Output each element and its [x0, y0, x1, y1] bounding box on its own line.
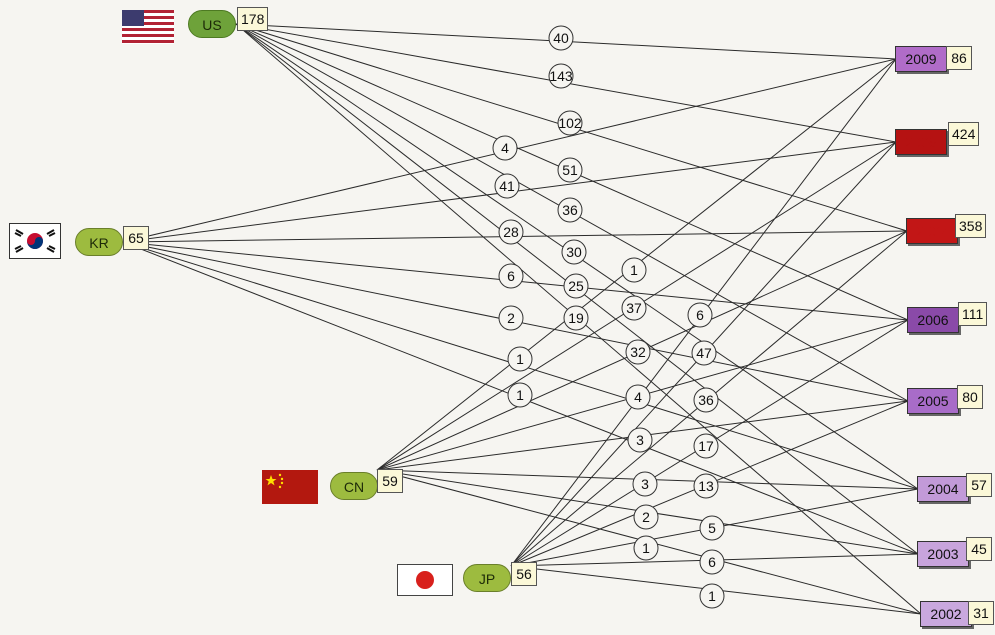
edge-value-us-2007: 102	[558, 115, 582, 131]
country-count-jp: 56	[511, 562, 537, 586]
edge-value-jp-2002: 1	[708, 588, 716, 604]
edge-value-kr-2005: 2	[507, 310, 515, 326]
edge-value-jp-2007: 36	[698, 392, 714, 408]
edge-value-kr-2004: 1	[516, 351, 524, 367]
edge-label-circle-jp-2004	[699, 515, 725, 541]
edge-label-circle-cn-2004	[632, 471, 658, 497]
us-flag-icon	[122, 10, 174, 44]
edge-label-circle-kr-2005	[498, 305, 524, 331]
edge-value-jp-2008: 47	[696, 345, 712, 361]
edge-label-circle-cn-2006	[625, 384, 651, 410]
year-count-2009: 86	[946, 46, 972, 70]
edge-label-circle-us-2002	[563, 305, 589, 331]
country-count-us: 178	[237, 7, 269, 31]
country-count-cn: 59	[377, 469, 403, 493]
edge-label-circle-jp-2008	[691, 340, 717, 366]
year-count-2008: 424	[948, 122, 980, 146]
edge-value-kr-2009: 4	[501, 140, 509, 156]
country-node-cn[interactable]: CN	[330, 472, 378, 500]
edge-value-kr-2003: 1	[516, 387, 524, 403]
edge-value-cn-2005: 3	[636, 432, 644, 448]
edge-label-circle-jp-2002	[699, 583, 725, 609]
edge-label-circle-us-2008	[548, 63, 574, 89]
country-count-kr: 65	[123, 226, 149, 250]
country-node-kr[interactable]: KR	[75, 228, 123, 256]
edge-label-circle-kr-2007	[498, 219, 524, 245]
edge-label-circle-cn-2003	[633, 504, 659, 530]
edge-label-circle-jp-2009	[687, 302, 713, 328]
edge-value-cn-2002: 1	[642, 540, 650, 556]
year-count-2004: 57	[966, 473, 992, 497]
year-count-2007: 358	[955, 214, 987, 238]
year-node-2003[interactable]: 2003	[917, 541, 969, 567]
year-count-2003: 45	[966, 537, 992, 561]
edge-label-circle-jp-2003	[699, 549, 725, 575]
edge-value-cn-2003: 2	[642, 509, 650, 525]
edge-value-kr-2006: 6	[507, 268, 515, 284]
edge-value-us-2006: 51	[562, 162, 578, 178]
edge-label-circle-kr-2006	[498, 263, 524, 289]
edge-value-jp-2009: 6	[696, 307, 704, 323]
edge-value-us-2009: 40	[553, 30, 569, 46]
edge-label-circle-us-2004	[561, 239, 587, 265]
edge-label-circle-us-2007	[557, 110, 583, 136]
edge-value-cn-2009: 1	[630, 262, 638, 278]
edge-value-jp-2003: 6	[708, 554, 716, 570]
edge-value-cn-2004: 3	[641, 476, 649, 492]
country-node-jp[interactable]: JP	[463, 564, 511, 592]
edge-value-cn-2007: 32	[630, 344, 646, 360]
japan-flag-icon	[397, 564, 453, 596]
edge-label-circle-kr-2004	[507, 346, 533, 372]
year-node-2006[interactable]: 2006	[907, 307, 959, 333]
edge-label-circle-jp-2006	[693, 433, 719, 459]
year-count-2006: 111	[958, 302, 988, 326]
year-node-2002[interactable]: 2002	[920, 601, 972, 627]
edge-value-jp-2004: 5	[708, 520, 716, 536]
edge-value-cn-2006: 4	[634, 389, 642, 405]
edge-value-us-2004: 30	[566, 244, 582, 260]
edge-label-circle-cn-2009	[621, 257, 647, 283]
edge-value-jp-2006: 17	[698, 438, 714, 454]
edge-value-us-2002: 19	[568, 310, 584, 326]
edge-label-circle-us-2006	[557, 157, 583, 183]
edge-value-kr-2007: 28	[503, 224, 519, 240]
year-node-2004[interactable]: 2004	[917, 476, 969, 502]
edge-value-us-2003: 25	[568, 278, 584, 294]
edge-label-circle-cn-2008	[621, 295, 647, 321]
edge-label-circle-us-2005	[557, 197, 583, 223]
edge-label-circle-kr-2008	[494, 173, 520, 199]
edge-value-jp-2005: 13	[698, 478, 714, 494]
edge-label-circle-kr-2009	[492, 135, 518, 161]
edge-label-circle-cn-2005	[627, 427, 653, 453]
year-count-2002: 31	[968, 601, 994, 625]
edge-label-circle-cn-2007	[625, 339, 651, 365]
year-node-2007[interactable]: 2007	[906, 218, 958, 244]
edge-value-cn-2008: 37	[626, 300, 642, 316]
edge-label-circle-jp-2005	[693, 473, 719, 499]
korea-flag-icon	[9, 223, 61, 259]
year-count-2005: 80	[957, 385, 983, 409]
edge-label-circle-jp-2007	[693, 387, 719, 413]
edge-label-circle-cn-2002	[633, 535, 659, 561]
year-node-2009[interactable]: 2009	[895, 46, 947, 72]
edge-value-us-2005: 36	[562, 202, 578, 218]
edge-label-circle-us-2009	[548, 25, 574, 51]
edge-value-us-2008: 143	[549, 68, 573, 84]
year-node-2008[interactable]: 2008	[895, 129, 947, 155]
edge-value-kr-2008: 41	[499, 178, 515, 194]
edge-label-circle-us-2003	[563, 273, 589, 299]
country-node-us[interactable]: US	[188, 10, 236, 38]
year-node-2005[interactable]: 2005	[907, 388, 959, 414]
edge-label-circle-kr-2003	[507, 382, 533, 408]
china-flag-icon	[262, 470, 318, 504]
